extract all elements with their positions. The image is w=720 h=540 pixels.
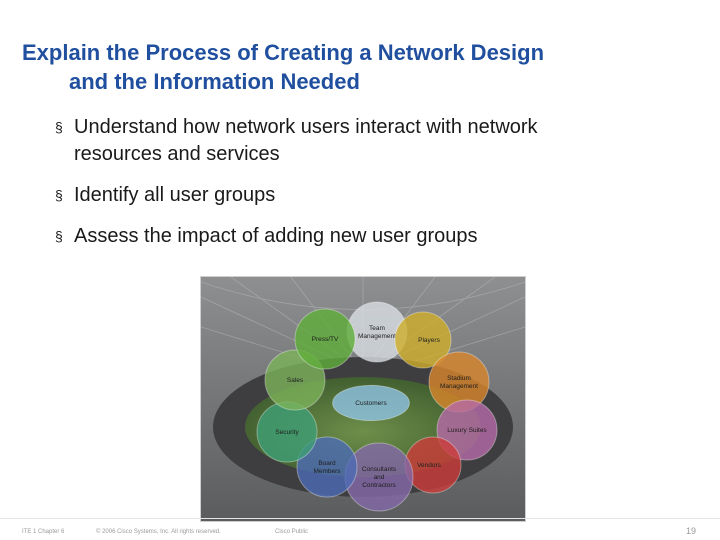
user-group-label: Press/TV (312, 336, 339, 343)
bullet-text-continued: resources and services (74, 143, 280, 165)
bullet-marker: § (55, 187, 63, 203)
slide-title: Explain the Process of Creating a Networ… (22, 38, 712, 96)
user-group-bubble (394, 311, 452, 369)
user-group-label: Members (313, 468, 341, 475)
user-group-label: Management (358, 333, 396, 340)
user-group-label: and (374, 474, 385, 481)
page-number: 19 (685, 526, 696, 536)
bullet-text: Assess the impact of adding new user gro… (74, 225, 478, 247)
user-group-label: Security (275, 429, 299, 436)
footer-copyright: © 2006 Cisco Systems, Inc. All rights re… (96, 529, 221, 535)
user-group-bubble (264, 349, 326, 411)
user-group-bubble (294, 308, 356, 370)
user-group-label: Stadium (447, 375, 471, 382)
user-group-label: Vendors (417, 462, 442, 469)
user-group-bubble (332, 384, 410, 422)
user-group-label: Consultants (362, 466, 397, 473)
user-group-bubbles: CustomersTeamManagementPlayersStadiumMan… (256, 301, 498, 512)
user-group-bubble (296, 436, 358, 498)
bullet-marker: § (55, 119, 63, 135)
title-line-1: Explain the Process of Creating a Networ… (22, 40, 545, 65)
user-group-label: Luxury Suites (447, 427, 487, 434)
footer-divider (0, 518, 720, 519)
user-group-label: Contractors (362, 482, 396, 489)
user-group-label: Board (318, 460, 336, 467)
user-group-label: Management (440, 383, 478, 390)
footer-classification: Cisco Public (275, 529, 309, 535)
user-group-label: Team (369, 325, 385, 332)
footer-course: ITE 1 Chapter 6 (22, 529, 65, 535)
bullet-marker: § (55, 228, 63, 244)
bullet-item: § Assess the impact of adding new user g… (55, 223, 675, 250)
bullet-text: Understand how network users interact wi… (74, 116, 538, 138)
bullet-item: § Identify all user groups (55, 182, 675, 209)
bullet-item: § Understand how network users interact … (55, 114, 675, 168)
user-group-label: Customers (355, 400, 387, 407)
title-line-2: and the Information Needed (69, 69, 360, 94)
user-group-label: Sales (287, 377, 304, 384)
bullet-list: § Understand how network users interact … (55, 114, 675, 250)
bullet-text: Identify all user groups (74, 184, 276, 206)
user-group-label: Players (418, 337, 440, 344)
stadium-diagram: CustomersTeamManagementPlayersStadiumMan… (201, 277, 525, 521)
